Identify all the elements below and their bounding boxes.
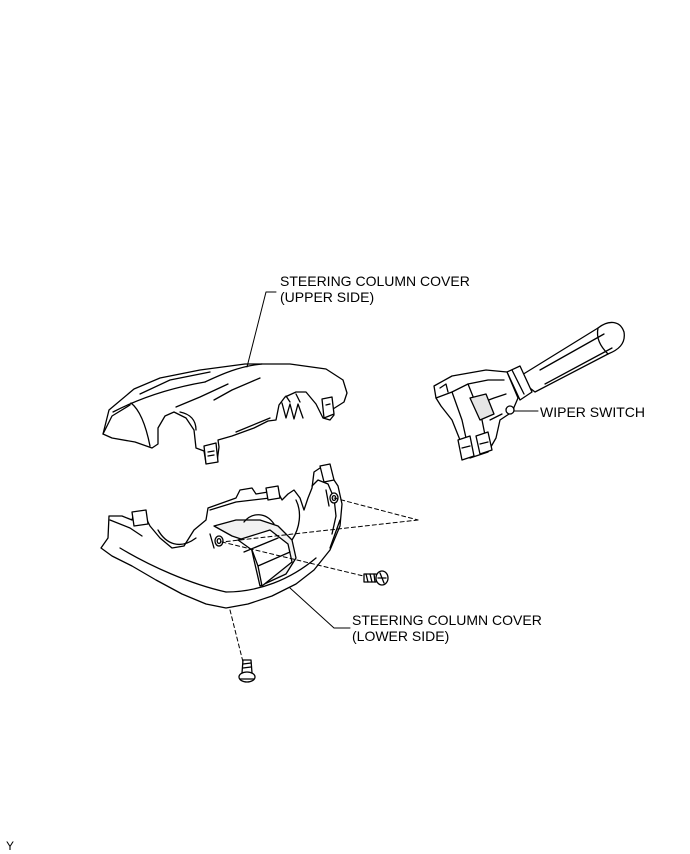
upper-steering-column-cover: [102, 363, 348, 465]
wiper-switch-label: WIPER SWITCH: [540, 404, 645, 420]
side-screw: [363, 570, 389, 586]
upper-cover-leader-line: [246, 291, 277, 368]
installation-guide-lines: [221, 497, 419, 667]
lower-cover-leader-line: [289, 587, 351, 629]
figure-id-label: Y: [6, 839, 15, 853]
upper-cover-label-line2: (UPPER SIDE): [280, 289, 375, 305]
bottom-screw: [238, 659, 256, 683]
lower-cover-label-line2: (LOWER SIDE): [352, 628, 450, 644]
lower-cover-label-line1: STEERING COLUMN COVER: [352, 612, 542, 628]
lower-steering-column-cover: [100, 463, 343, 609]
wiper-switch-assembly: [433, 321, 625, 461]
lower-cover-label: STEERING COLUMN COVER (LOWER SIDE): [352, 612, 542, 644]
upper-cover-label: STEERING COLUMN COVER (UPPER SIDE): [280, 273, 470, 305]
upper-cover-label-line1: STEERING COLUMN COVER: [280, 273, 470, 289]
